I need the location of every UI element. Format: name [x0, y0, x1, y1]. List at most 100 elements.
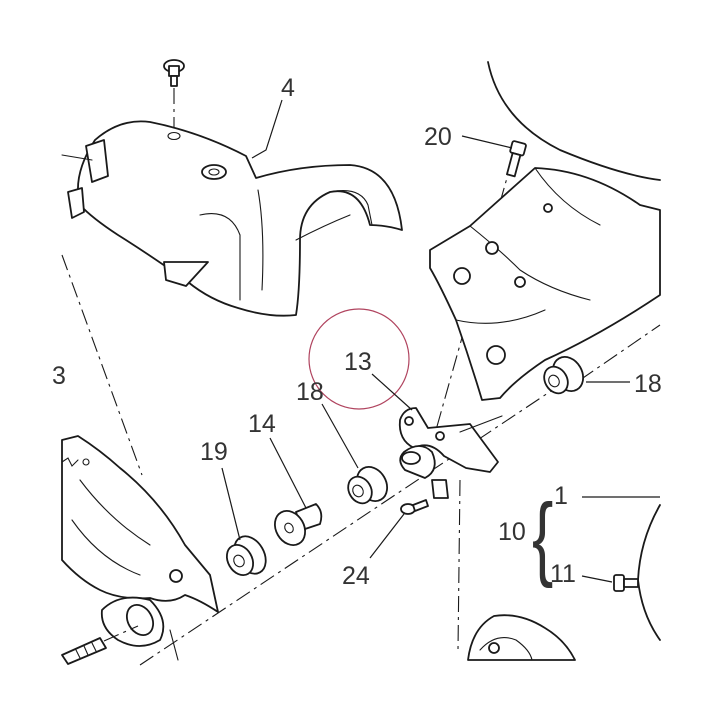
- frame-top-curve: [487, 61, 661, 181]
- screw-24-axis-line: [457, 479, 461, 651]
- axis-to-bushing-18-right: [579, 324, 661, 381]
- main-axis-line: [139, 384, 561, 666]
- arm-crease: [79, 479, 151, 546]
- wheel-part-10: [637, 504, 661, 641]
- bushing-18-left-bore: [352, 484, 364, 498]
- bushing-part-19: [225, 535, 267, 576]
- threaded-rod-body: [61, 637, 107, 665]
- screw-11-shank: [623, 578, 639, 588]
- lower-middle-body: [467, 614, 576, 661]
- label-part-18-left: 18: [296, 378, 324, 406]
- bolt-20-shank: [506, 152, 522, 178]
- screw-part-11: [613, 574, 639, 592]
- leader-13: [371, 373, 413, 411]
- rod-axis-line: [103, 625, 139, 642]
- arm-hole: [169, 569, 183, 583]
- wheel-rim-arc: [637, 504, 661, 641]
- leader-11: [581, 575, 613, 583]
- cover-boss: [201, 164, 227, 180]
- label-part-4: 4: [281, 74, 295, 102]
- bracket-lower-tab: [431, 479, 449, 499]
- bushing-18-left-front: [347, 475, 373, 505]
- frame-hole-4: [486, 345, 506, 365]
- frame-hole-3: [514, 276, 526, 288]
- frame-hole-2: [485, 241, 499, 255]
- leader-20: [461, 135, 513, 149]
- part-labels: 4 20 13 18 18 14 19 24 10 1 11 3 {: [52, 74, 662, 590]
- screw-shank: [170, 75, 178, 87]
- cover-fold-line-2: [199, 213, 241, 301]
- arm-detail-dot: [82, 458, 90, 466]
- leader-18-left: [321, 403, 359, 469]
- frame-hole-5: [543, 203, 553, 213]
- label-part-13: 13: [344, 348, 372, 376]
- label-part-24: 24: [342, 562, 370, 590]
- bolt-20-axis-line: [435, 159, 513, 431]
- cover-body: [77, 120, 403, 317]
- leader-19: [221, 467, 241, 541]
- bushing-18-right-bore: [548, 374, 560, 388]
- label-part-18-right: 18: [634, 370, 662, 398]
- screw-11-head: [613, 574, 625, 592]
- lower-middle-detail: [479, 637, 533, 661]
- bushing-part-18-right: [543, 356, 584, 395]
- swing-arm-lower-left: [61, 435, 219, 661]
- lower-middle-part: [467, 614, 576, 661]
- leader-14: [269, 437, 307, 509]
- cover-tab-lower: [163, 261, 209, 287]
- frame-crease-2: [469, 225, 591, 301]
- threaded-rod: [61, 625, 139, 665]
- cover-tab-left: [85, 139, 109, 183]
- pin-part-14: [274, 503, 323, 546]
- frame-crease-3: [455, 309, 546, 324]
- bushing-19-front: [225, 544, 255, 576]
- screw-part-24: [400, 499, 429, 515]
- cover-tab-side: [67, 187, 85, 219]
- arm-body: [61, 435, 219, 613]
- screw-top-of-cover: [163, 59, 185, 87]
- label-part-3-partial: 3: [52, 362, 66, 390]
- cover-boss-hole: [208, 168, 220, 176]
- bracket-hole-1: [404, 416, 414, 426]
- screw-neck: [168, 65, 180, 77]
- cover-part-4: [61, 120, 403, 317]
- leader-lines: [221, 99, 660, 583]
- frame-crease-1: [534, 167, 601, 226]
- highlight-circle-13: [308, 308, 410, 410]
- bracket-sleeve-end: [401, 451, 421, 465]
- screw-24-shank: [412, 499, 429, 512]
- label-part-11: 11: [550, 560, 576, 588]
- leader-24: [369, 513, 405, 559]
- cover-fold-line: [257, 189, 264, 291]
- label-part-1: 1: [554, 482, 568, 510]
- cover-side-rib: [295, 214, 351, 241]
- arm-lower-edge: [169, 629, 179, 661]
- cover-inner-edge: [329, 190, 373, 226]
- cover-top-hole: [167, 131, 181, 141]
- bushing-part-18-left: [347, 466, 388, 505]
- leader-4: [251, 99, 283, 159]
- cover-tab-leader: [61, 154, 93, 161]
- label-part-19: 19: [200, 438, 228, 466]
- label-part-10: 10: [498, 518, 526, 546]
- arm-crease-2: [71, 519, 141, 576]
- group-brace-10: {: [532, 485, 553, 589]
- bracket-part-13: [398, 407, 503, 499]
- bolt-part-20: [506, 140, 527, 178]
- pin-14-head: [274, 510, 306, 546]
- threaded-rod-threads: [75, 642, 97, 659]
- label-part-14: 14: [248, 410, 276, 438]
- axis-lines: [61, 88, 661, 666]
- frame-hole-1: [453, 267, 471, 285]
- arm-zigzag: [61, 457, 79, 467]
- pin-14-head-bore: [284, 522, 294, 534]
- bushing-19-bore: [233, 554, 245, 568]
- bracket-arm-line: [459, 415, 503, 433]
- cover-axis-line: [61, 254, 143, 476]
- bushing-18-right-front: [543, 365, 569, 395]
- lower-middle-hole: [488, 642, 500, 654]
- bracket-plate: [398, 407, 499, 473]
- bracket-hole-2: [435, 431, 445, 441]
- frame-bracket-upper-right: [429, 61, 661, 401]
